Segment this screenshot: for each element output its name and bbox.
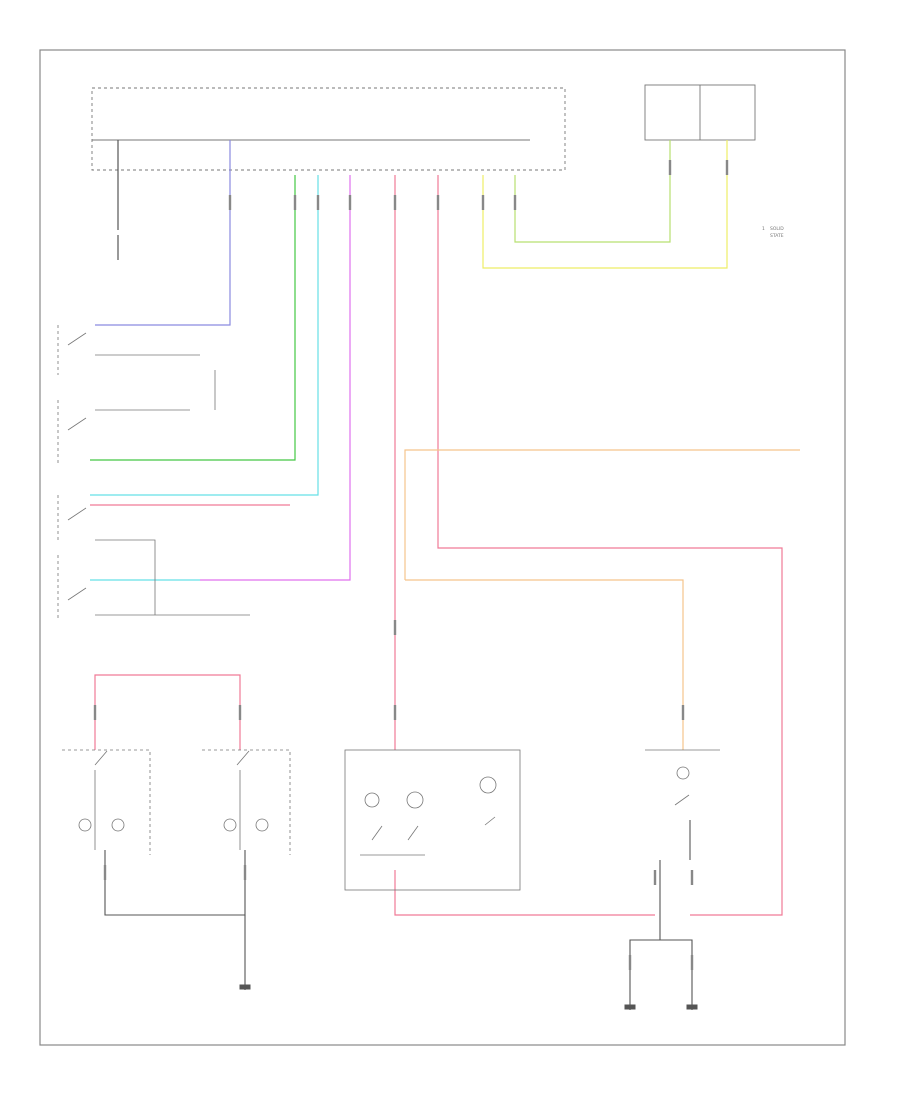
wire-orange <box>404 449 800 750</box>
smart-junction-box <box>91 87 566 171</box>
door-switches-left <box>57 325 250 620</box>
wire-blue <box>95 140 231 326</box>
legend-line-1: SOLID <box>770 226 784 232</box>
wire-yellow <box>482 140 728 269</box>
lamp-assembly-2 <box>202 749 291 855</box>
legend-bullet: 1 <box>762 226 765 232</box>
ground-symbols <box>239 984 698 1010</box>
wire-black-grounds <box>104 820 693 1010</box>
wire-violet <box>200 175 351 581</box>
legend-line-2: STATE <box>770 233 784 239</box>
wire-green-yellow <box>514 140 671 243</box>
cargo-lamp <box>645 749 720 806</box>
legend: 1 SOLID STATE <box>762 226 784 239</box>
lighting-module <box>644 84 756 141</box>
wire-cyan <box>90 175 319 581</box>
connector-markers <box>93 160 729 970</box>
overhead-console-lamp <box>344 749 521 891</box>
wire-pink-main <box>90 175 783 916</box>
lamp-assembly-1 <box>62 749 151 855</box>
wire-green <box>90 175 296 461</box>
diagram-frame <box>39 49 846 1046</box>
